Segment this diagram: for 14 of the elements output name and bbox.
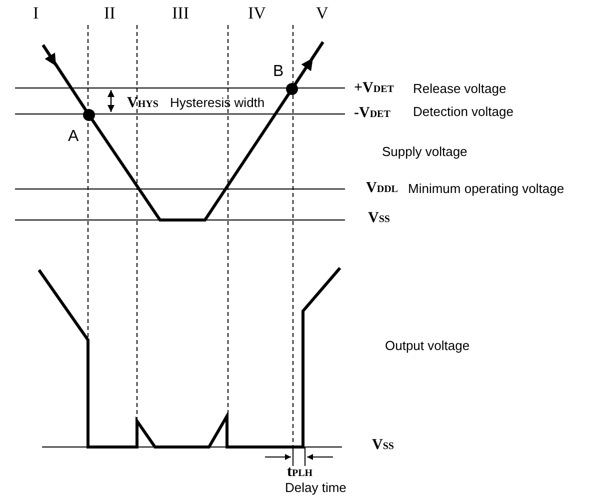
annotation-text: Release voltage [413,82,506,96]
point-label: A [68,128,79,146]
annotation-text: Delay time [285,480,346,496]
region-label: V [316,4,328,24]
annotation-text: Output voltage [385,338,470,354]
annotation-text: Minimum operating voltage [408,182,564,196]
region-label: II [104,4,116,24]
annotation-text: Hysteresis width [170,96,265,110]
region-label: IV [248,4,266,24]
point-label: B [273,63,284,81]
annotation-text: Detection voltage [413,104,514,120]
region-label: I [33,4,39,24]
annotation-text: Supply voltage [382,144,468,160]
region-label: III [172,4,189,24]
